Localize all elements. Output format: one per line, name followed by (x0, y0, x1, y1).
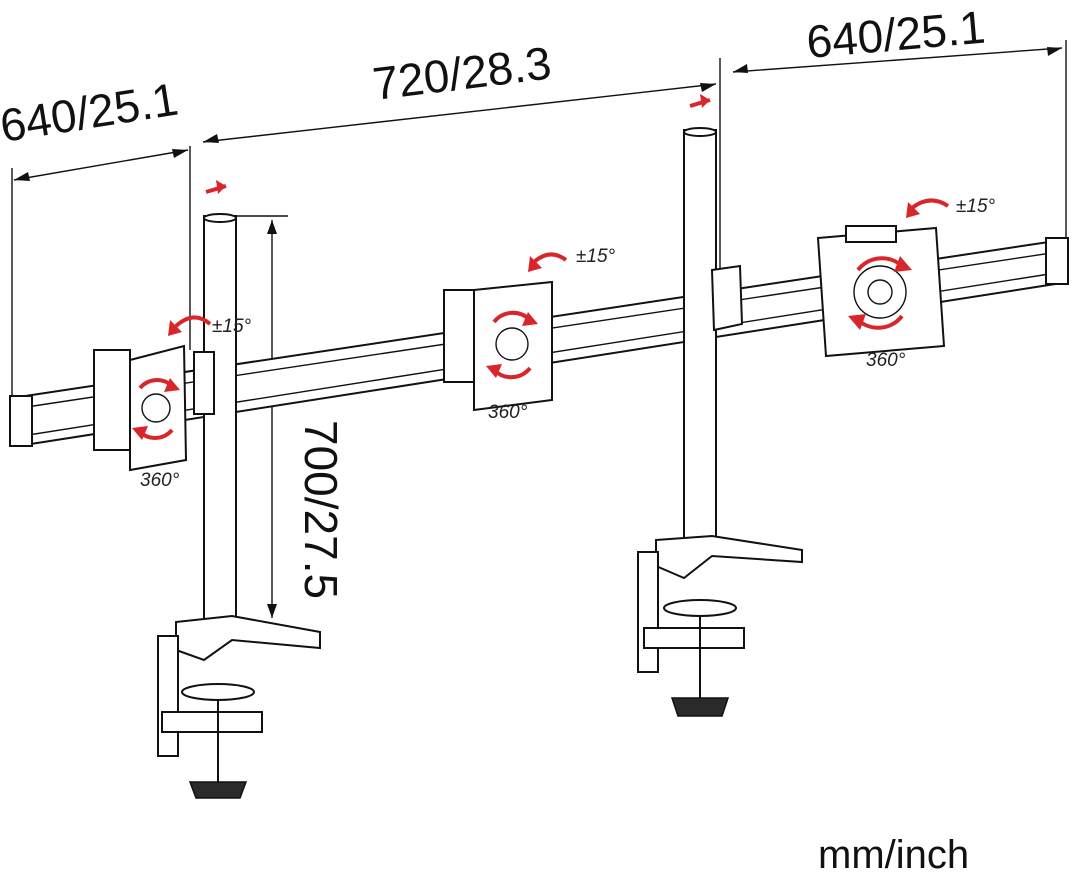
dimension-pole-height: 700/27.5 (236, 215, 347, 618)
pole-height-label: 700/27.5 (295, 420, 347, 599)
vesa-mount-left: ±15° 360° (93, 315, 252, 491)
tilt-label-right: ±15° (956, 196, 996, 217)
pole-right (683, 127, 717, 543)
center-span-label: 720/28.3 (370, 36, 554, 109)
coupler-left (193, 351, 215, 415)
tilt-label-center: ±15° (576, 246, 616, 267)
tilt-label-left: ±15° (212, 316, 252, 337)
units-label: mm/inch (818, 833, 969, 875)
rotation-label-left: 360° (140, 470, 180, 491)
dimension-left-span: 640/25.1 (0, 73, 191, 395)
desk-clamp-right (637, 534, 803, 717)
rotation-label-right: 360° (866, 350, 906, 371)
pole-swivel-marker-left (205, 180, 227, 194)
right-span-label: 640/25.1 (804, 1, 987, 68)
vesa-mount-right: ±15° 360° (816, 196, 996, 371)
pole-swivel-marker-right (689, 94, 711, 108)
dimension-center-span: 720/28.3 (202, 36, 721, 270)
left-span-label: 640/25.1 (0, 73, 181, 152)
vesa-mount-center: ±15° 360° (443, 246, 616, 423)
desk-clamp-left (157, 614, 321, 799)
pole-left (203, 213, 237, 627)
dimension-right-span: 640/25.1 (732, 1, 1067, 245)
coupler-right (710, 264, 744, 332)
rotation-label-center: 360° (488, 402, 528, 423)
